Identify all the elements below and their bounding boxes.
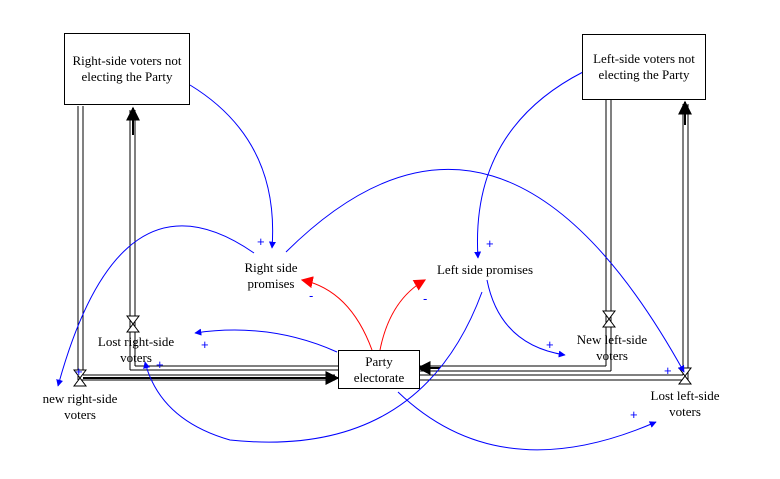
polarity-sign: + (75, 364, 83, 379)
polarity-sign: + (546, 337, 554, 352)
link-rightpromises-to-newright (56, 225, 255, 387)
valve-new-left-icon[interactable] (602, 310, 616, 328)
polarity-sign: - (423, 291, 428, 306)
pipe-new-right-side-voters (77, 106, 340, 385)
pipe-lost-left-side-voters (420, 100, 692, 381)
aux-right-side-promises[interactable]: Right side promises (244, 260, 298, 291)
flow-lost-right-side-voters[interactable]: Lost right-side voters (97, 334, 175, 365)
stock-party-electorate-label: Party electorate (353, 353, 405, 385)
flow-new-right-side-voters[interactable]: new right-side voters (42, 391, 118, 422)
polarity-sign: - (309, 288, 314, 303)
link-leftpromises-to-lostright (143, 291, 483, 443)
valve-lost-left-icon[interactable] (678, 367, 692, 385)
valve-new-right-icon[interactable] (73, 369, 87, 387)
link-party-to-lostleft (397, 391, 657, 451)
stock-party-electorate[interactable]: Party electorate (338, 350, 420, 389)
link-leftpromises-to-newleft (486, 279, 566, 358)
aux-left-side-promises[interactable]: Left side promises (436, 262, 534, 277)
polarity-sign: + (630, 407, 638, 422)
link-rightvoters-to-rightpromises (189, 84, 276, 249)
polarity-sign: + (257, 234, 265, 249)
polarity-sign: + (486, 236, 494, 251)
link-party-to-leftpromises (379, 279, 427, 351)
stock-right-side-nonvoters-label: Right-side voters not electing the Party (72, 53, 182, 84)
stock-left-side-nonvoters[interactable]: Left-side voters not electing the Party (582, 34, 706, 100)
link-rightpromises-to-lostleft (285, 168, 685, 373)
pipe-lost-right-side-voters (126, 106, 338, 371)
link-party-to-lostright-label (194, 328, 338, 353)
flow-new-left-side-voters[interactable]: New left-side voters (576, 332, 648, 363)
link-leftvoters-to-leftpromises (474, 71, 584, 259)
link-party-to-rightpromises (300, 276, 373, 351)
stock-left-side-nonvoters-label: Left-side voters not electing the Party (593, 51, 695, 82)
stock-right-side-nonvoters[interactable]: Right-side voters not electing the Party (64, 33, 190, 105)
polarity-sign: + (156, 357, 164, 372)
valve-lost-right-icon[interactable] (126, 315, 140, 333)
polarity-sign: + (664, 363, 672, 378)
polarity-sign: + (201, 337, 209, 352)
pipe-new-left-side-voters (416, 100, 612, 375)
flow-lost-left-side-voters[interactable]: Lost left-side voters (650, 388, 720, 419)
